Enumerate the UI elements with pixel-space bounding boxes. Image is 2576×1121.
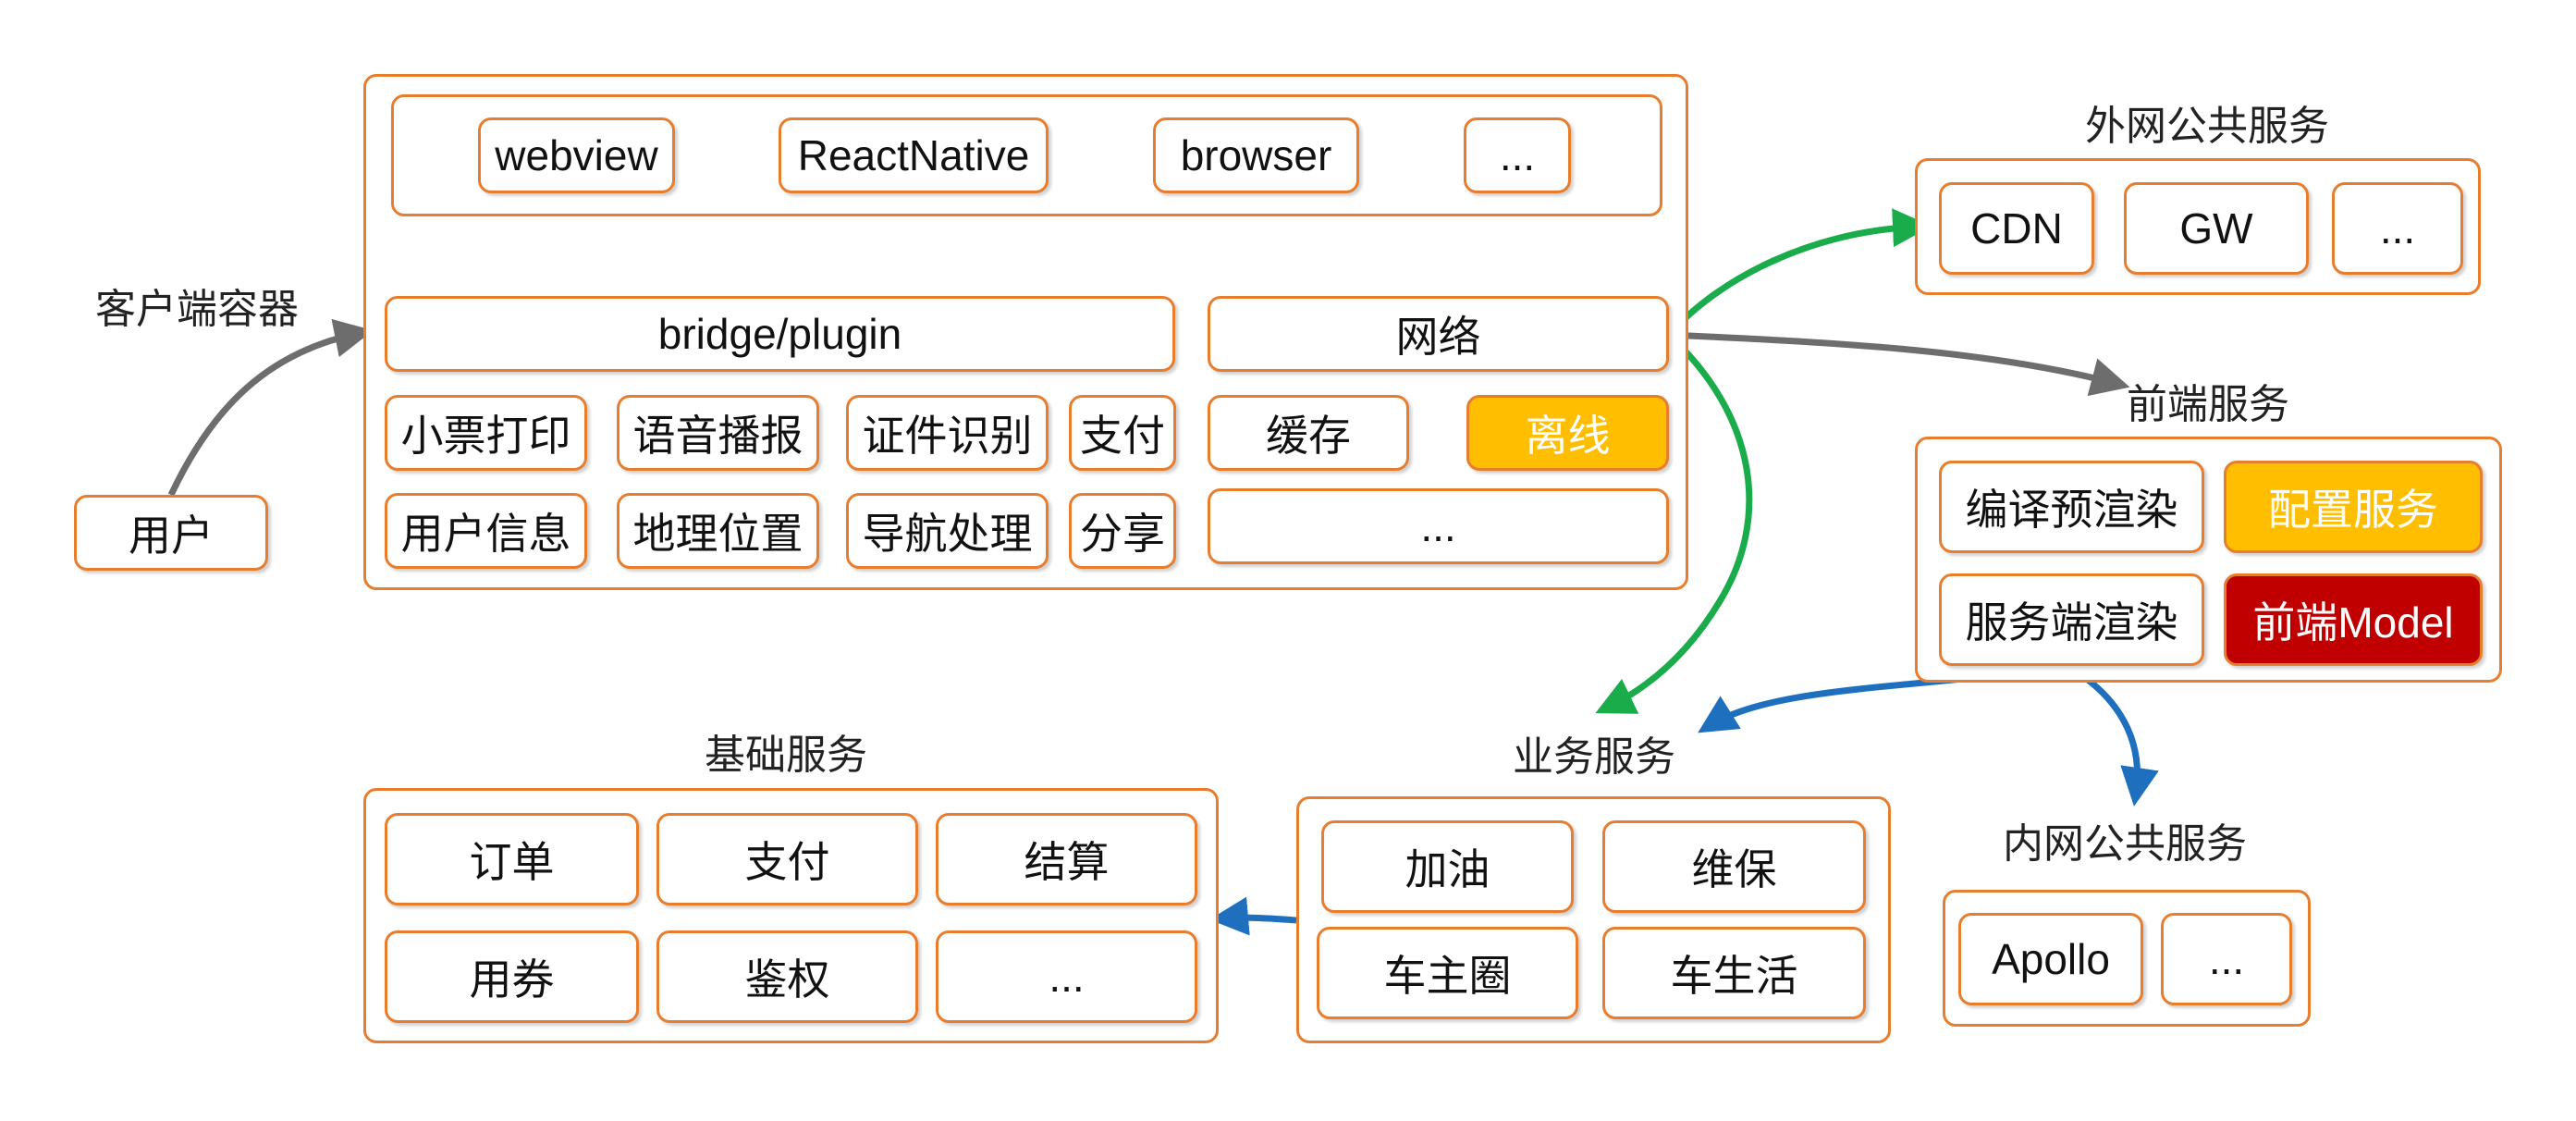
bridge-item-user-info: 用户信息 bbox=[385, 493, 587, 569]
basic-item-coupon: 用券 bbox=[385, 930, 639, 1023]
external-item-gw: GW bbox=[2124, 182, 2309, 275]
bridge-item-navigation: 导航处理 bbox=[846, 493, 1049, 569]
arrow-network-to-external bbox=[1666, 208, 1932, 338]
arrow-business-to-basic bbox=[1209, 896, 1297, 936]
frontend-item-frontend-model: 前端Model bbox=[2224, 573, 2483, 666]
external-item-more: ... bbox=[2332, 182, 2463, 275]
arrow-network-to-frontend bbox=[1668, 331, 2130, 397]
user-label: 用户 bbox=[129, 511, 214, 560]
basic-item-order: 订单 bbox=[385, 813, 639, 905]
basic-item-payment: 支付 bbox=[656, 813, 918, 905]
basic-services-title: 基础服务 bbox=[705, 733, 867, 778]
network-item-more: ... bbox=[1208, 488, 1669, 564]
business-item-car-life: 车生活 bbox=[1602, 927, 1866, 1019]
business-item-fueling: 加油 bbox=[1321, 820, 1574, 913]
user-node: 用户 bbox=[74, 495, 268, 571]
business-item-maintenance: 维保 bbox=[1602, 820, 1866, 913]
bridge-plugin-header: bridge/plugin bbox=[385, 296, 1175, 372]
bridge-item-voice-broadcast: 语音播报 bbox=[617, 395, 819, 471]
business-item-owner-circle: 车主圈 bbox=[1317, 927, 1578, 1019]
frontend-item-server-render: 服务端渲染 bbox=[1939, 573, 2204, 666]
bridge-item-payment: 支付 bbox=[1069, 395, 1176, 471]
basic-item-settlement: 结算 bbox=[936, 813, 1197, 905]
basic-item-auth: 鉴权 bbox=[656, 930, 918, 1023]
bridge-item-geolocation: 地理位置 bbox=[617, 493, 819, 569]
basic-item-more: ... bbox=[936, 930, 1197, 1023]
network-item-cache: 缓存 bbox=[1208, 395, 1409, 471]
runtime-more: ... bbox=[1464, 117, 1571, 193]
runtime-reactnative: ReactNative bbox=[779, 117, 1049, 193]
business-services-title: 业务服务 bbox=[1513, 734, 1675, 780]
arrow-frontend-to-internal bbox=[2065, 662, 2159, 807]
runtime-browser: browser bbox=[1153, 117, 1359, 193]
network-header: 网络 bbox=[1208, 296, 1669, 372]
bridge-item-id-recognition: 证件识别 bbox=[846, 395, 1049, 471]
client-container-title: 客户端容器 bbox=[95, 287, 299, 332]
arrow-user-to-client bbox=[167, 318, 374, 497]
external-item-cdn: CDN bbox=[1939, 182, 2094, 275]
bridge-item-share: 分享 bbox=[1069, 493, 1176, 569]
external-services-title: 外网公共服务 bbox=[2085, 104, 2329, 149]
arrow-network-to-business bbox=[1595, 332, 1753, 714]
bridge-item-receipt-print: 小票打印 bbox=[385, 395, 587, 471]
runtime-webview: webview bbox=[478, 117, 675, 193]
frontend-item-precompile-render: 编译预渲染 bbox=[1939, 461, 2204, 553]
frontend-item-config-service: 配置服务 bbox=[2224, 461, 2483, 553]
internal-services-title: 内网公共服务 bbox=[2003, 821, 2247, 867]
frontend-services-title: 前端服务 bbox=[2127, 382, 2289, 427]
internal-item-more: ... bbox=[2161, 913, 2292, 1005]
internal-item-apollo: Apollo bbox=[1958, 913, 2143, 1005]
network-item-offline: 离线 bbox=[1466, 395, 1669, 471]
